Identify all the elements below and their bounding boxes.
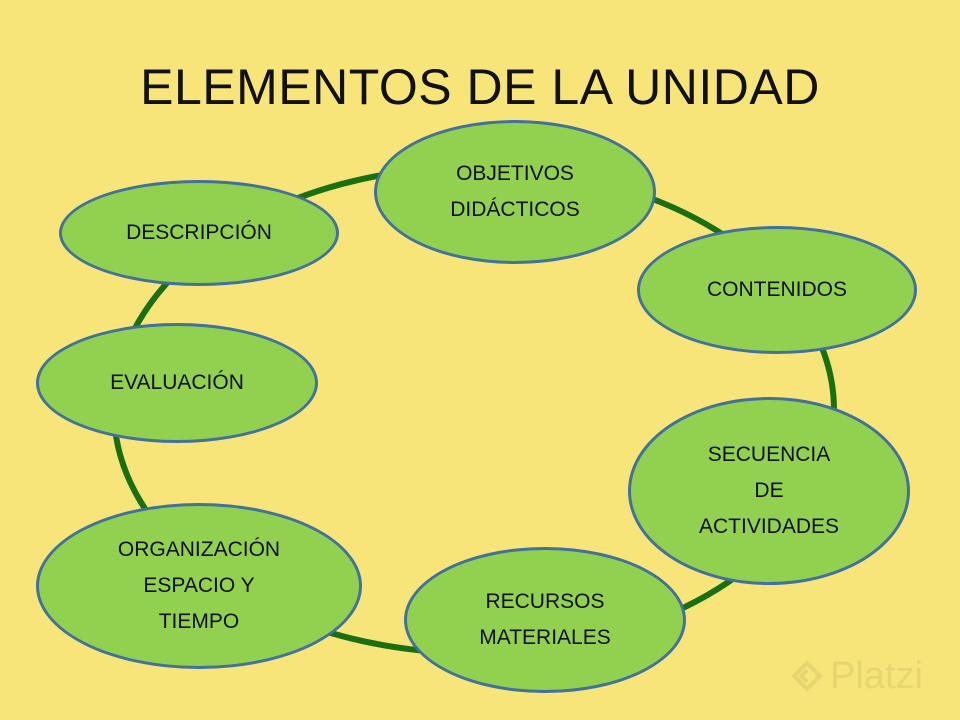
- watermark-text: Platzi: [830, 655, 923, 697]
- node-label: EVALUACIÓN: [110, 371, 244, 394]
- platzi-watermark: Platzi: [790, 655, 923, 698]
- platzi-logo-icon: [792, 660, 822, 691]
- node-contenidos: CONTENIDOS: [637, 226, 917, 354]
- node-label: SECUENCIA DE ACTIVIDADES: [698, 443, 840, 538]
- node-label: DESCRIPCIÓN: [126, 221, 272, 244]
- node-secuencia-de-actividades: SECUENCIA DE ACTIVIDADES: [628, 397, 910, 585]
- node-objetivos-didacticos: OBJETIVOS DIDÁCTICOS: [374, 120, 656, 264]
- node-recursos-materiales: RECURSOS MATERIALES: [404, 547, 686, 693]
- node-organizacion-espacio-tiempo: ORGANIZACIÓN ESPACIO Y TIEMPO: [36, 503, 362, 669]
- node-label: RECURSOS MATERIALES: [479, 590, 611, 649]
- node-label: ORGANIZACIÓN ESPACIO Y TIEMPO: [117, 538, 281, 633]
- node-label: CONTENIDOS: [706, 278, 847, 301]
- node-label: OBJETIVOS DIDÁCTICOS: [450, 162, 580, 221]
- node-evaluacion: EVALUACIÓN: [36, 323, 318, 443]
- slide-title: ELEMENTOS DE LA UNIDAD: [140, 59, 820, 115]
- node-descripcion: DESCRIPCIÓN: [59, 180, 339, 286]
